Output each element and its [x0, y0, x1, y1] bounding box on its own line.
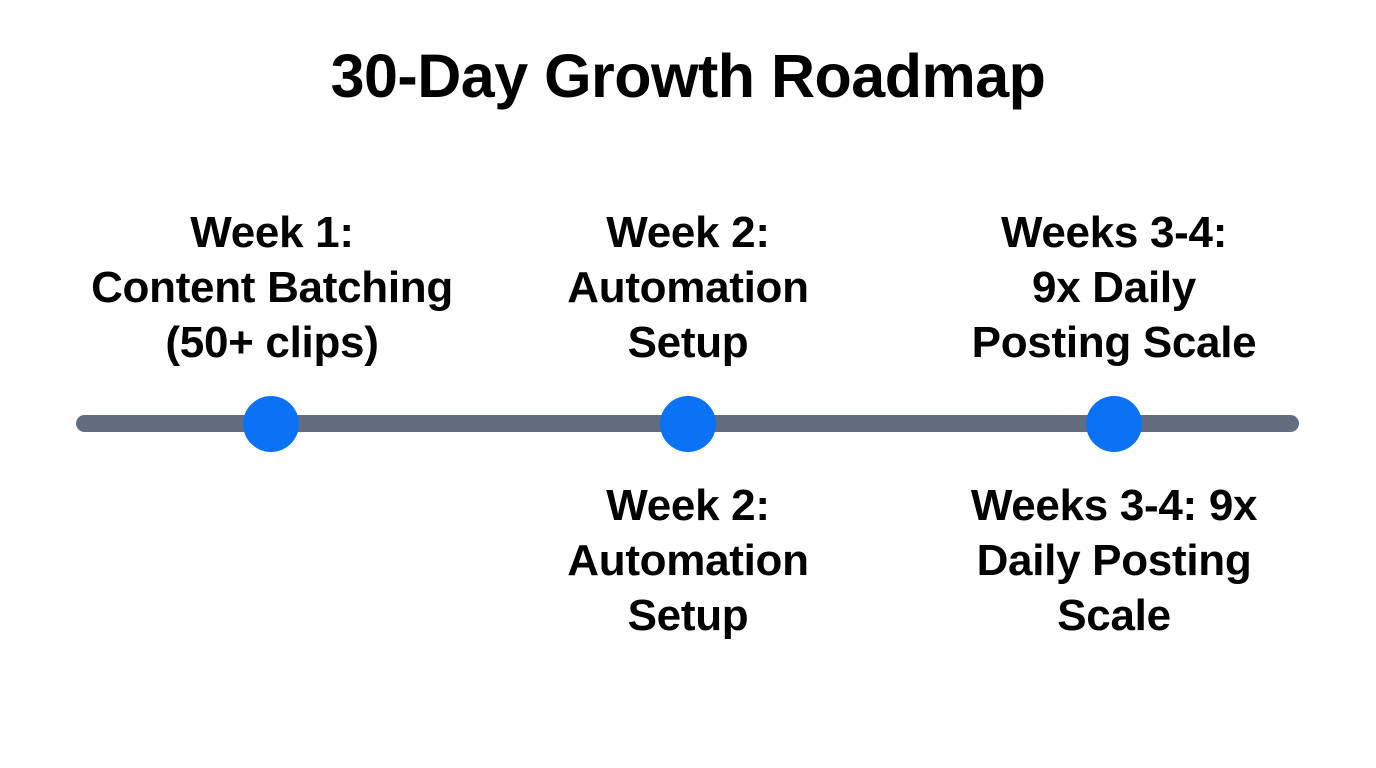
label-line: Daily Posting: [976, 536, 1252, 585]
label-line: Week 2:: [606, 481, 770, 530]
timeline-node-week-1[interactable]: [243, 396, 299, 452]
label-line: Week 1:: [190, 208, 354, 257]
label-line: Weeks 3-4:: [1000, 208, 1228, 257]
timeline-label-above-week-2: Week 2: Automation Setup: [500, 205, 876, 370]
timeline-node-weeks-3-4[interactable]: [1086, 396, 1142, 452]
label-line: 9x Daily: [1032, 263, 1196, 312]
label-line: Content Batching: [91, 263, 453, 312]
label-line: Week 2:: [606, 208, 770, 257]
label-line: Weeks 3-4: 9x: [970, 481, 1258, 530]
label-line: Scale: [1057, 591, 1171, 640]
label-line: Automation: [567, 263, 809, 312]
page-title: 30-Day Growth Roadmap: [330, 42, 1046, 110]
label-line: Setup: [627, 318, 749, 367]
label-line: Automation: [567, 536, 809, 585]
timeline-label-above-week-1: Week 1: Content Batching (50+ clips): [62, 205, 482, 370]
timeline-node-week-2[interactable]: [660, 396, 716, 452]
timeline-label-above-weeks-3-4: Weeks 3-4: 9x Daily Posting Scale: [928, 205, 1300, 370]
label-line: (50+ clips): [165, 318, 379, 367]
timeline-label-below-week-2: Week 2: Automation Setup: [500, 478, 876, 643]
label-line: Posting Scale: [971, 318, 1257, 367]
label-line: Setup: [627, 591, 749, 640]
timeline-label-below-weeks-3-4: Weeks 3-4: 9x Daily Posting Scale: [940, 478, 1288, 643]
